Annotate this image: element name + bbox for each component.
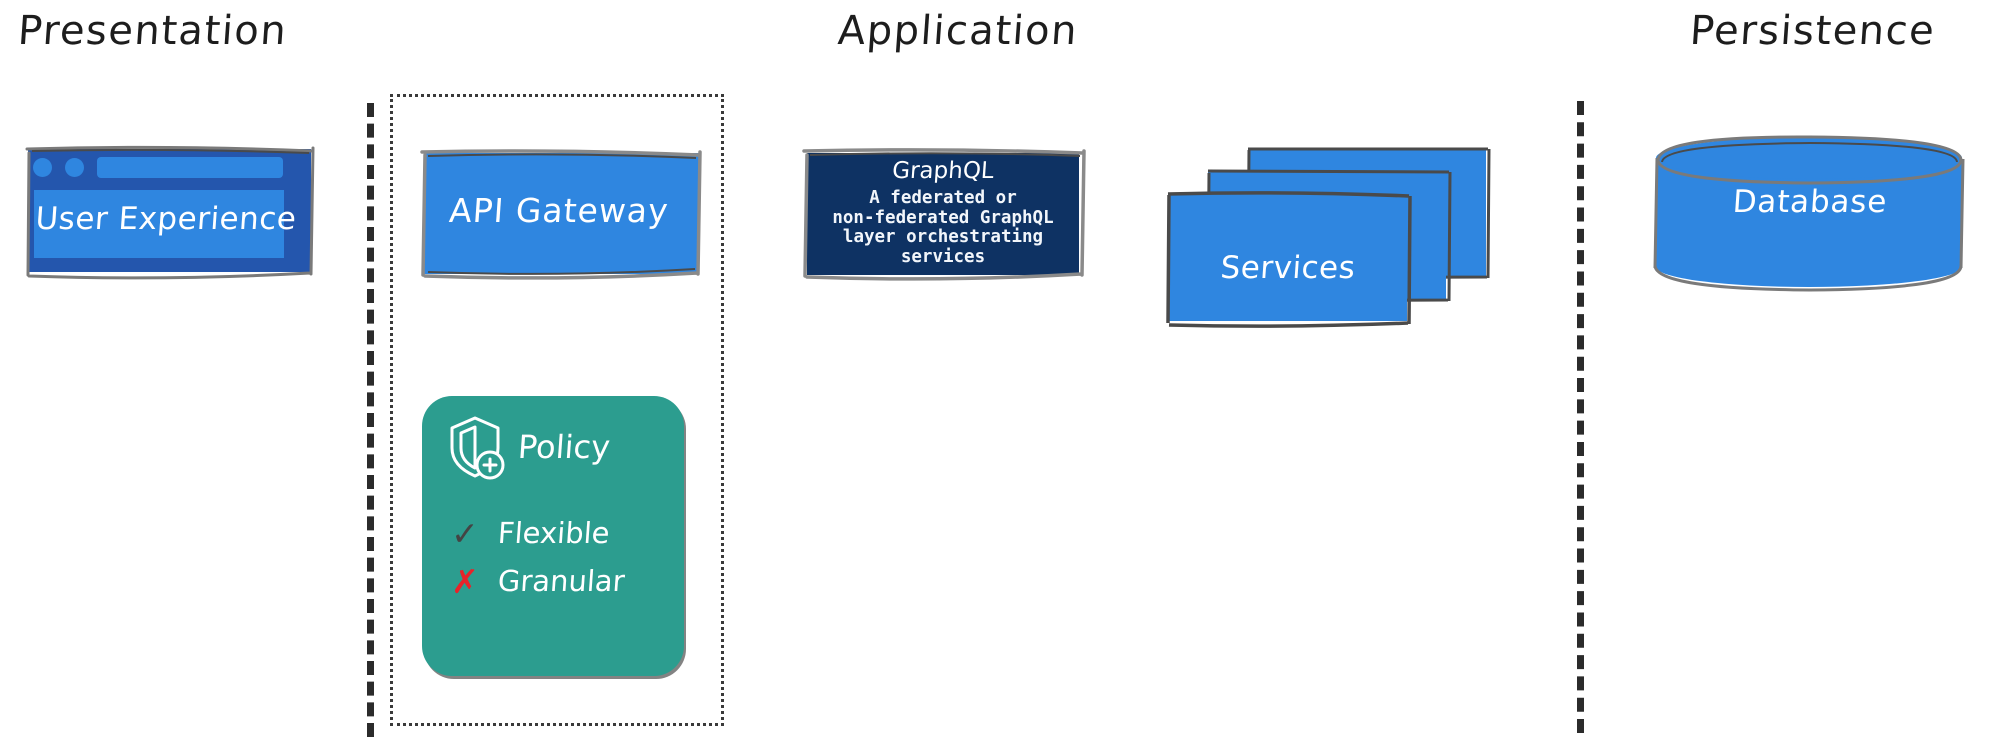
policy-attribute-granular: ✗ Granular <box>450 561 626 601</box>
column-heading-persistence: Persistence <box>1688 8 1937 54</box>
cross-icon: ✗ <box>451 561 479 601</box>
column-divider-left <box>367 103 374 737</box>
column-heading-presentation: Presentation <box>16 8 289 54</box>
policy-attribute-label: Flexible <box>496 516 611 550</box>
policy-card-fill <box>422 396 684 676</box>
policy-attribute-label: Granular <box>496 564 626 598</box>
node-policy[interactable]: Policy ✓ Flexible ✗ Granular <box>416 392 688 682</box>
node-title-policy: Policy <box>516 428 612 466</box>
node-services[interactable]: Services <box>1166 145 1518 335</box>
service-sheet-front <box>1169 193 1407 321</box>
node-database[interactable]: Database <box>1650 135 1970 292</box>
sketch-outline <box>420 149 702 280</box>
node-graphql[interactable]: GraphQL A federated or non-federated Gra… <box>797 148 1087 281</box>
sketch-outline <box>1166 191 1412 328</box>
browser-viewport <box>34 190 284 258</box>
node-user-experience[interactable]: User Experience <box>16 145 316 280</box>
check-icon: ✓ <box>451 513 479 553</box>
graphql-fill <box>807 153 1079 275</box>
node-label-services: Services <box>1219 250 1357 286</box>
gateway-group-boundary <box>390 94 724 726</box>
api-gateway-fill <box>424 153 699 274</box>
policy-attribute-flexible: ✓ Flexible <box>450 513 611 553</box>
column-heading-application: Application <box>836 8 1080 54</box>
node-api-gateway[interactable]: API Gateway <box>414 148 704 280</box>
sketch-outline <box>1653 135 1965 292</box>
sketch-outline <box>802 148 1086 281</box>
browser-url-bar <box>97 157 283 178</box>
node-label-database: Database <box>1731 184 1889 220</box>
sketch-outline <box>25 145 315 280</box>
browser-dot-icon <box>33 158 52 177</box>
shield-plus-icon <box>450 416 505 480</box>
browser-dot-icon <box>65 158 84 177</box>
column-divider-right <box>1577 101 1584 733</box>
node-description-graphql: A federated or non-federated GraphQL lay… <box>832 188 1054 267</box>
